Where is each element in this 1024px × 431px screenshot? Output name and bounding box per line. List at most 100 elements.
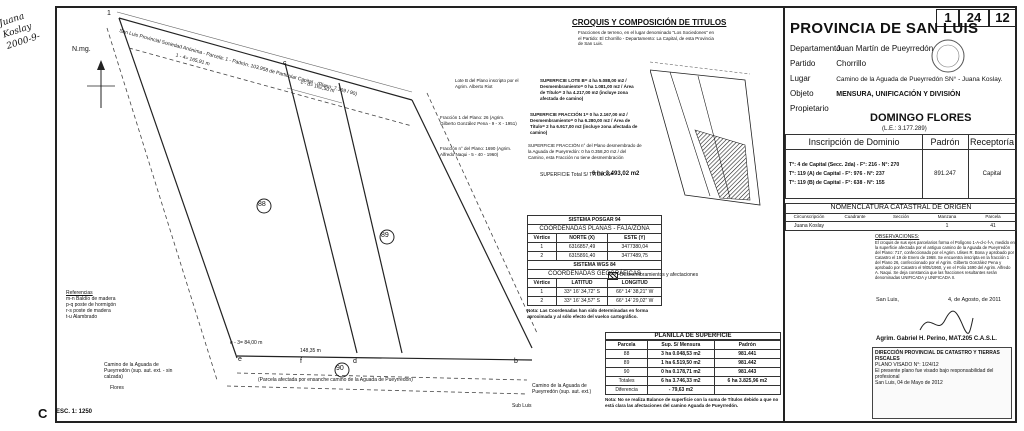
table-row: 88 3 ha 0.048,53 m2 981.441	[604, 349, 782, 359]
posgar-note: Nota: Las Coordenadas han sido determina…	[527, 308, 649, 319]
frame-divider	[783, 6, 785, 423]
referencias: Referencias m-n Baldío de madera p-q pos…	[66, 290, 116, 320]
wgs-title: SISTEMA WGS 84	[527, 260, 662, 270]
province-title: PROVINCIA DE SAN LUIS	[790, 20, 979, 37]
dominio-row: T°: 119 (A) de Capital - F°: 976 - N°: 2…	[789, 171, 885, 177]
field-value: Juan Martín de Pueyrredón	[836, 44, 934, 53]
table-row: 89 1 ha 6.519,50 m2 981.442	[604, 358, 782, 368]
sheet-letter: C	[38, 406, 48, 421]
posgar-block: SISTEMA POSGAR 94 COORDENADAS PLANAS - F…	[527, 215, 662, 319]
boundary-top	[118, 17, 413, 101]
posgar-subtitle: COORDENADAS PLANAS - FAJA/ZONA	[527, 224, 662, 234]
croquis-total-label: SUPERFICIE Total S/ TÍTULOS=	[540, 172, 614, 178]
table-row: 1 33° 16' 34,72" S 66° 14' 38,21" W	[527, 287, 662, 297]
field-value: MENSURA, UNIFICACIÓN Y DIVISIÓN	[836, 91, 961, 98]
croquis-total-value: 6 ha 3.493,02 m2	[592, 171, 640, 177]
croquis-item-2-label: Fracción 1 del Plano: 26 (Agrim. Gilbert…	[440, 115, 517, 126]
observaciones-text: El croquis de sus ejes parcelarios forma…	[875, 240, 1015, 280]
field-label: Objeto	[790, 89, 814, 98]
posgar-col-header: ESTE (Y)	[607, 233, 662, 243]
vertex-label-1: 1	[107, 10, 111, 17]
table-row: Totales 6 ha 3.746,33 m2 6 ha 3.825,96 m…	[604, 376, 782, 386]
field-label: Lugar	[790, 74, 811, 83]
wgs-col-header: LATITUD	[555, 278, 609, 288]
boundary-west	[118, 17, 238, 359]
table-cell: 89	[604, 358, 649, 368]
table-cell: 2	[527, 296, 557, 306]
dominio-table: Inscripción de Dominio Padrón Receptoría…	[785, 134, 1017, 199]
sheet-number-3: 12	[988, 9, 1017, 27]
table-cell: 981.442	[713, 358, 782, 368]
margin-note: Juana Koslay 2000-9-	[0, 11, 42, 52]
dominio-header: Inscripción de Dominio	[808, 137, 900, 147]
posgar-col-header: NORTE (X)	[555, 233, 609, 243]
parcel-label-90: 90	[336, 365, 344, 372]
parcel-marker-89	[379, 229, 395, 245]
croquis-sketch	[650, 61, 761, 206]
planilla-block: PLANILLA DE SUPERFICIE Parcela Sup. S/ M…	[604, 332, 782, 408]
referencia-item: m-n Baldío de madera	[66, 296, 116, 302]
field-label: Departamento	[790, 44, 841, 53]
sheet-number-2: 24	[958, 9, 990, 27]
bottom-mid-label: Sub Luis	[512, 403, 532, 409]
dominio-row: T°: 119 (B) de Capital - F°: 638 - N°: 1…	[789, 180, 885, 186]
parcel-marker-88	[256, 198, 272, 214]
bottom-right-road-label: Camino de la Aguada de Pueyrredón (sup. …	[532, 383, 592, 395]
dominio-row: T°: 4 de Capital (Secc. 2da) - F°: 216 -…	[789, 162, 900, 168]
table-cell: 90	[604, 367, 649, 377]
nomenclatura-header: Sección	[892, 214, 909, 219]
signature-name: Agrim. Gabriel H. Perino, MAT.205 C.A.S.…	[876, 336, 997, 342]
table-row: 2 33° 16' 34,57" S 66° 14' 29,02" W	[527, 296, 662, 306]
field-value: Chorrillo	[836, 59, 867, 68]
nomenclatura-value: 1	[945, 223, 949, 229]
nomenclatura-title: NOMENCLATURA CATASTRAL DE ORIGEN	[830, 204, 972, 211]
table-cell: 6316857,49	[555, 242, 609, 252]
referencia-item: p-q poste de hormigón	[66, 302, 117, 308]
observaciones-title: OBSERVACIONES:	[875, 234, 920, 240]
stamp-line: San Luis, 04 de Mayo de 2012	[875, 380, 943, 386]
table-cell: 6 ha 3.825,96 m2	[713, 376, 782, 386]
planilla-title: PLANILLA DE SUPERFICIE	[605, 332, 781, 340]
survey-map	[66, 11, 538, 395]
table-cell: 3477380,04	[607, 242, 662, 252]
dominio-header: Padrón	[930, 137, 960, 147]
field-lugar: Lugar Camino de la Aguada de Pueyrredón …	[790, 74, 1002, 83]
vertex-label-d: d	[353, 358, 357, 365]
croquis-intro: Fracciones de terreno, en el lugar denom…	[578, 30, 715, 46]
referencias-title: Referencias	[66, 290, 93, 296]
table-cell: 1	[527, 287, 557, 297]
table-cell: 981.441	[713, 349, 782, 359]
planilla-col-header: Padrón	[713, 340, 782, 350]
field-objeto: Objeto MENSURA, UNIFICACIÓN Y DIVISIÓN	[790, 89, 960, 98]
table-cell: 3477489,75	[607, 251, 662, 261]
nomenclatura-header: Cuadrante	[844, 214, 866, 219]
field-value: Camino de la Aguada de Pueyrredón SN° - …	[836, 76, 1003, 83]
table-cell: - 79,63 m2	[647, 385, 715, 395]
table-cell: Diferencia	[604, 385, 649, 395]
table-cell: 66° 14' 38,21" W	[607, 287, 662, 297]
field-label: Propietario	[790, 104, 829, 113]
parcel-label-89: 89	[381, 232, 389, 239]
table-cell: 2	[527, 251, 557, 261]
dim-label-3: 148,35 m	[300, 348, 321, 354]
planilla-col-header: Parcela	[604, 340, 649, 350]
signature-date: 4, de Agosto, de 2011	[948, 297, 1002, 303]
nomenclatura-header: Manzana	[937, 214, 957, 219]
dim-label-4: e - 3= 84,00 m	[230, 340, 263, 346]
bottom-left-label: Flores	[110, 385, 124, 391]
stamp-title: DIRECCIÓN PROVINCIAL DE CATASTRO Y TIERR…	[875, 350, 1000, 362]
croquis-item-1-label: Lote B del Plano inscripto por el Agrim.…	[455, 78, 519, 89]
padron-value: 891.247	[934, 171, 956, 177]
referencia-item: t-u Alambrado	[66, 314, 98, 320]
nomenclatura-table: NOMENCLATURA CATASTRAL DE ORIGEN Circuns…	[785, 203, 1017, 231]
croquis-item-3-label: Fracción n° del Plano: 1690 (Agrim. Alfr…	[440, 146, 512, 157]
table-row: Diferencia - 79,63 m2	[604, 385, 782, 395]
bottom-road-label: Camino de la Aguada de Pueyrredón (sup. …	[104, 362, 173, 380]
posgar-col-header: Vértice	[527, 233, 557, 243]
table-cell: 3 ha 0.048,53 m2	[647, 349, 715, 359]
boundary-88-89	[284, 62, 358, 354]
table-cell: 1 ha 6.519,50 m2	[647, 358, 715, 368]
stamp-line: PLANO VISADO N°: 1/24/12	[875, 362, 939, 368]
stamp-line: El presente plano fue visado bajo respon…	[875, 368, 994, 380]
wgs-col-header: Vértice	[527, 278, 557, 288]
